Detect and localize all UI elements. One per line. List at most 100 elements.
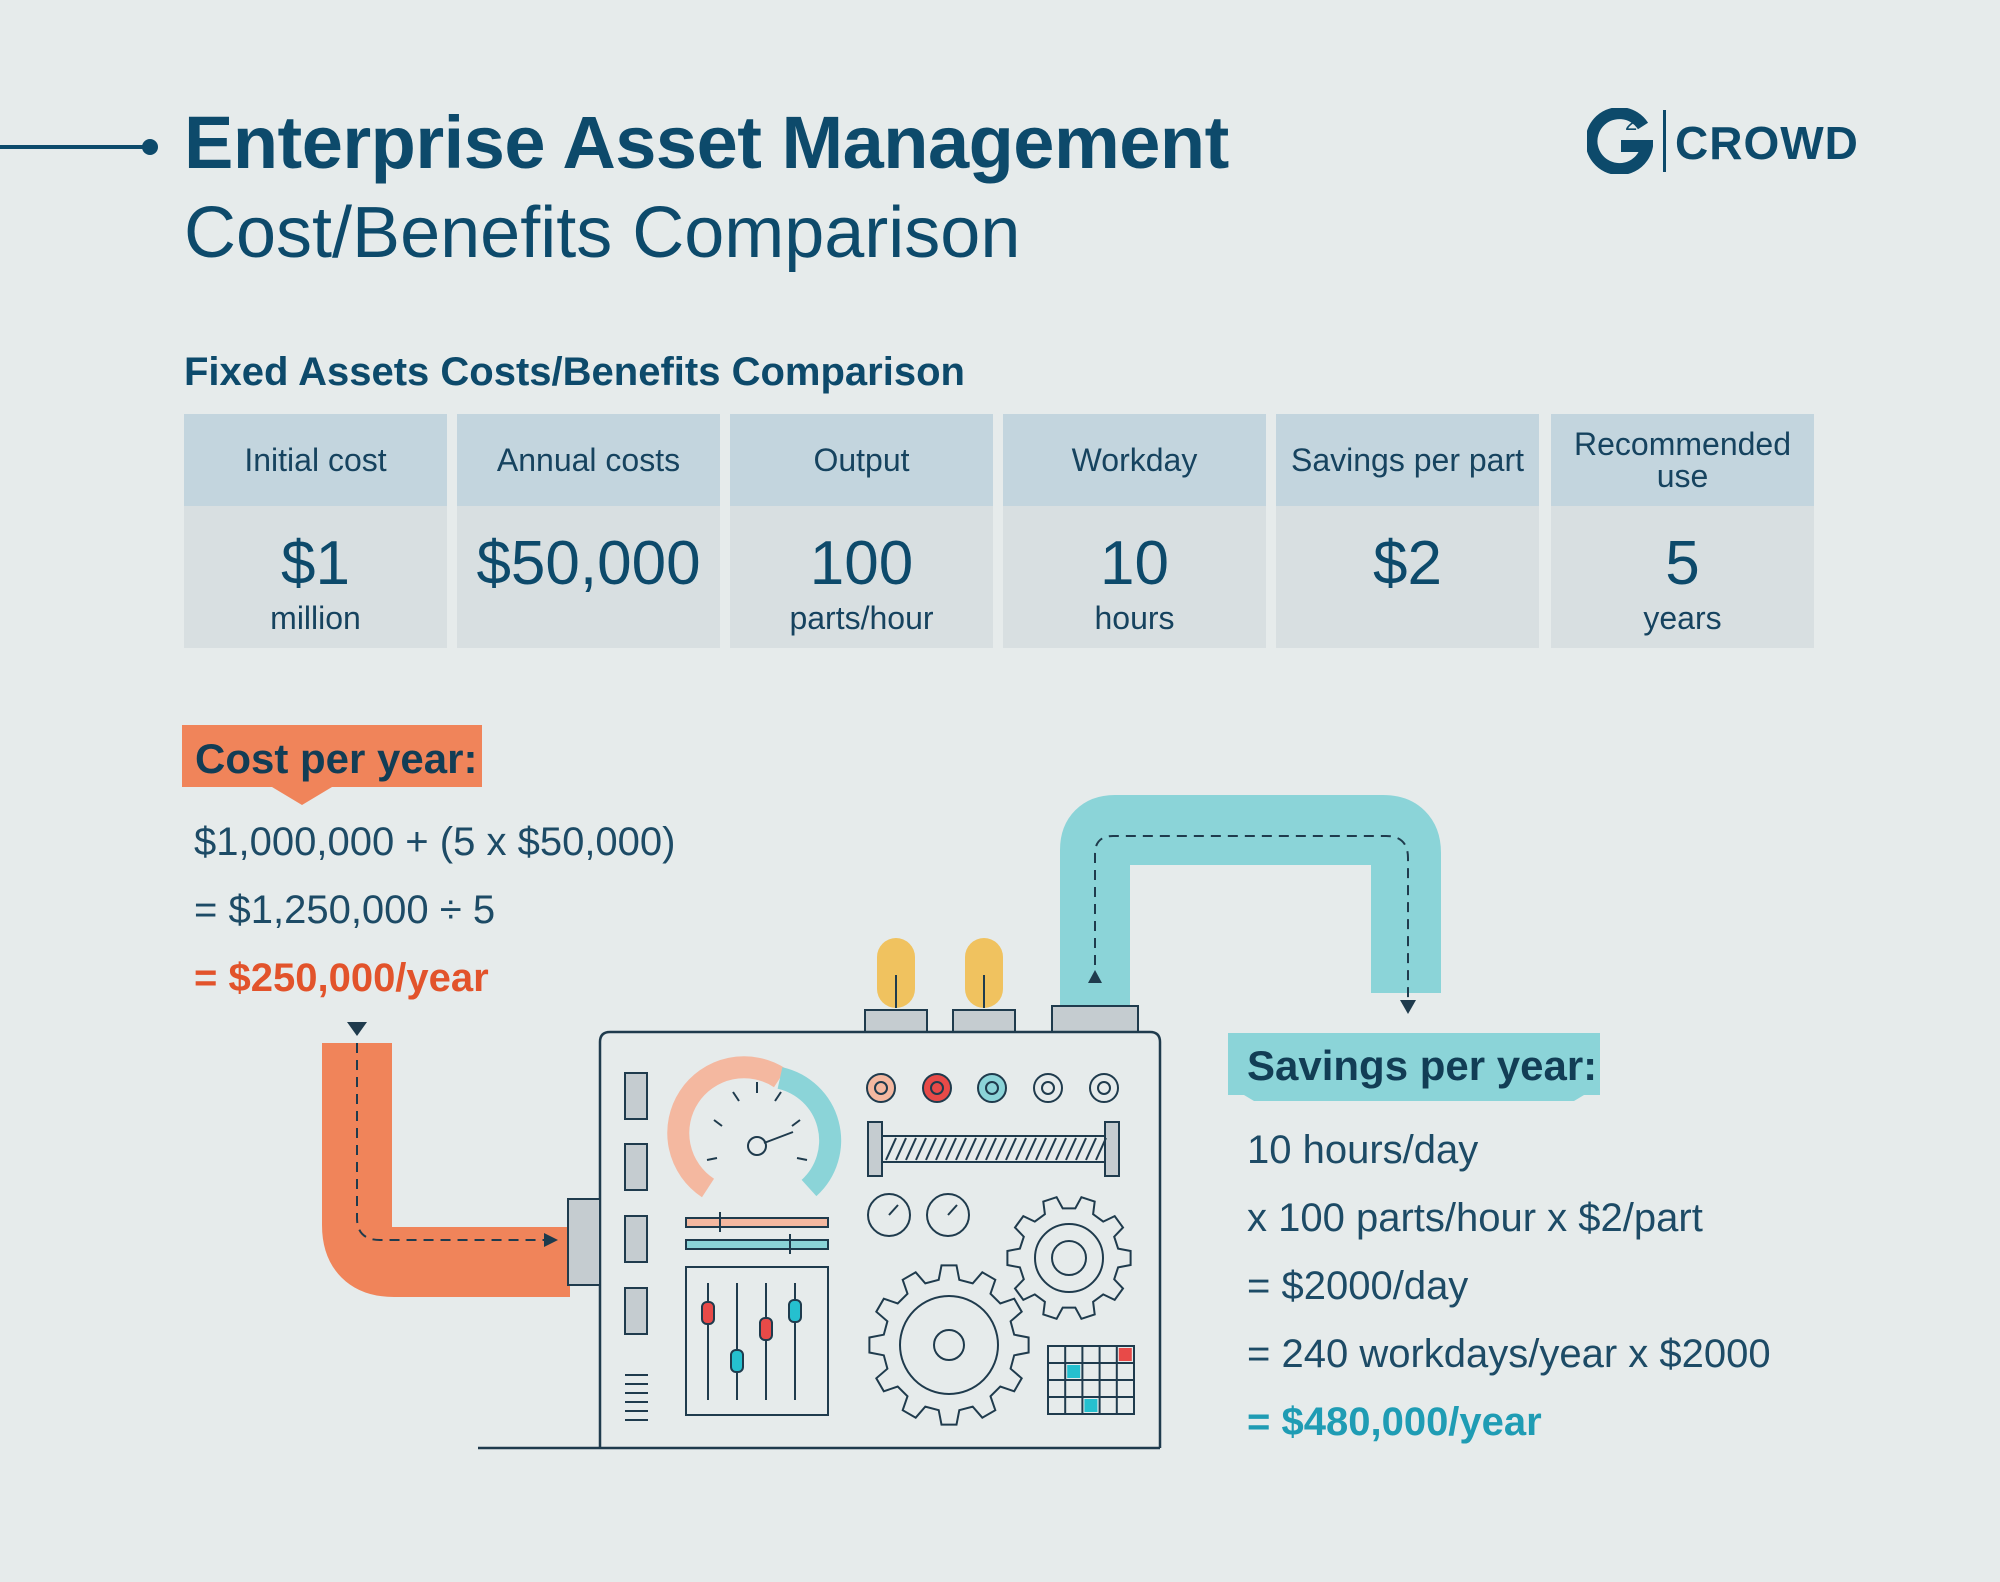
thread-line (925, 1137, 937, 1161)
gear-icon (868, 1264, 1030, 1426)
title-decoration-line (0, 145, 150, 149)
savings-equation-line: = 240 workdays/year x $2000 (1247, 1332, 1771, 1376)
cost-equation-line: $1,000,000 + (5 x $50,000) (194, 820, 676, 864)
knob-icon (866, 1073, 896, 1103)
column-value: 10 (1100, 529, 1169, 598)
gear-teeth (868, 1264, 1030, 1426)
table-column: Workday 10 hours (1003, 414, 1266, 648)
thread-line (1025, 1137, 1037, 1161)
column-value: 100 (809, 529, 914, 598)
column-value: $1 (281, 529, 350, 598)
knob-icon (1089, 1073, 1119, 1103)
gear-ring (1034, 1223, 1104, 1293)
savings-label-box (1228, 1033, 1600, 1101)
knob-icon (1033, 1073, 1063, 1103)
column-body: $2 (1276, 506, 1539, 648)
bulb-base (864, 1009, 928, 1033)
column-unit: years (1643, 600, 1722, 636)
column-header: Initial cost (184, 414, 447, 506)
gear-hub (1051, 1240, 1087, 1276)
column-header: Savings per part (1276, 414, 1539, 506)
knob-center (985, 1081, 999, 1095)
savings-result: = $480,000/year (1247, 1400, 1542, 1444)
cost-equation-line: = $1,250,000 ÷ 5 (194, 888, 496, 932)
column-body: $50,000 (457, 506, 720, 648)
thread-line (915, 1137, 927, 1161)
teal-pipe-flow-line (1094, 835, 1409, 998)
gauge-icon (667, 1056, 787, 1198)
teal-pipe-icon (1060, 795, 1441, 1010)
dial-icon (926, 1193, 970, 1237)
knob-icon (977, 1073, 1007, 1103)
thread-line (1015, 1137, 1027, 1161)
logo-separator (1663, 110, 1666, 172)
slot-indicator (624, 1072, 648, 1120)
table-column: Output 100 parts/hour (730, 414, 993, 648)
thread-line (1045, 1137, 1057, 1161)
g2-logo-icon: 2 (1587, 108, 1653, 174)
gauge-ticks (706, 1082, 808, 1161)
savings-equation-line: = $2000/day (1247, 1264, 1469, 1308)
progress-bar-teal (685, 1239, 829, 1250)
table-title: Fixed Assets Costs/Benefits Comparison (184, 350, 965, 394)
mixer-fader-icon (759, 1317, 773, 1341)
thread-line (895, 1137, 907, 1161)
page-subtitle: Cost/Benefits Comparison (184, 193, 1021, 273)
cost-label-box (182, 725, 482, 805)
column-value: $50,000 (476, 529, 701, 598)
thread-line (965, 1137, 977, 1161)
arrow-down-icon (1400, 1000, 1416, 1014)
screw-bar-thread (885, 1137, 1107, 1161)
slot-indicator (624, 1287, 648, 1335)
gauge-icon-teal (777, 1067, 842, 1197)
thread-line (1095, 1137, 1107, 1161)
thread-line (1005, 1137, 1017, 1161)
savings-equation-line: 10 hours/day (1247, 1128, 1479, 1172)
thread-line (1065, 1137, 1077, 1161)
pipe-inlet-connector (567, 1198, 601, 1286)
dial-needle (888, 1204, 899, 1216)
light-bulb-icon (965, 938, 1003, 1008)
column-header: Output (730, 414, 993, 506)
grid-cell-highlight (1084, 1399, 1098, 1412)
thread-line (1075, 1137, 1087, 1161)
column-body: $1 million (184, 506, 447, 648)
light-bulb-icon (877, 938, 915, 1008)
knob-center (1041, 1081, 1055, 1095)
column-unit: parts/hour (789, 600, 934, 636)
orange-pipe-flow-line (356, 1043, 555, 1241)
mixer-panel (685, 1266, 829, 1416)
screw-bar-end (867, 1121, 883, 1177)
knob-icon (922, 1073, 952, 1103)
vent-lines (625, 1374, 648, 1421)
logo-text: CROWD (1675, 117, 1859, 169)
thread-line (1055, 1137, 1067, 1161)
column-header: Workday (1003, 414, 1266, 506)
thread-line (885, 1137, 897, 1161)
title-decoration-dot (142, 139, 158, 155)
bulb-base (952, 1009, 1016, 1033)
g2-crowd-logo: 2 CROWD (1587, 108, 1858, 174)
gauge-needle (763, 1131, 794, 1144)
table-column: Recommended use 5 years (1551, 414, 1814, 648)
gauge-pivot (747, 1136, 767, 1156)
machine-body (598, 1030, 1162, 1448)
thread-line (905, 1137, 917, 1161)
screw-bar-icon (881, 1135, 1106, 1163)
dial-needle (947, 1204, 958, 1216)
arrow-down-icon (347, 1022, 367, 1036)
orange-pipe-icon (322, 1043, 570, 1297)
page-title: Enterprise Asset Management (184, 101, 1229, 184)
thread-line (955, 1137, 967, 1161)
thread-line (1085, 1137, 1097, 1161)
table-column: Initial cost $1 million (184, 414, 447, 648)
thread-line (1035, 1137, 1047, 1161)
table-column: Annual costs $50,000 (457, 414, 720, 648)
cost-label: Cost per year: (195, 735, 478, 782)
knob-center (930, 1081, 944, 1095)
thread-line (995, 1137, 1007, 1161)
column-header: Annual costs (457, 414, 720, 506)
arrow-right-icon (544, 1233, 558, 1247)
progress-bar-orange (685, 1217, 829, 1228)
